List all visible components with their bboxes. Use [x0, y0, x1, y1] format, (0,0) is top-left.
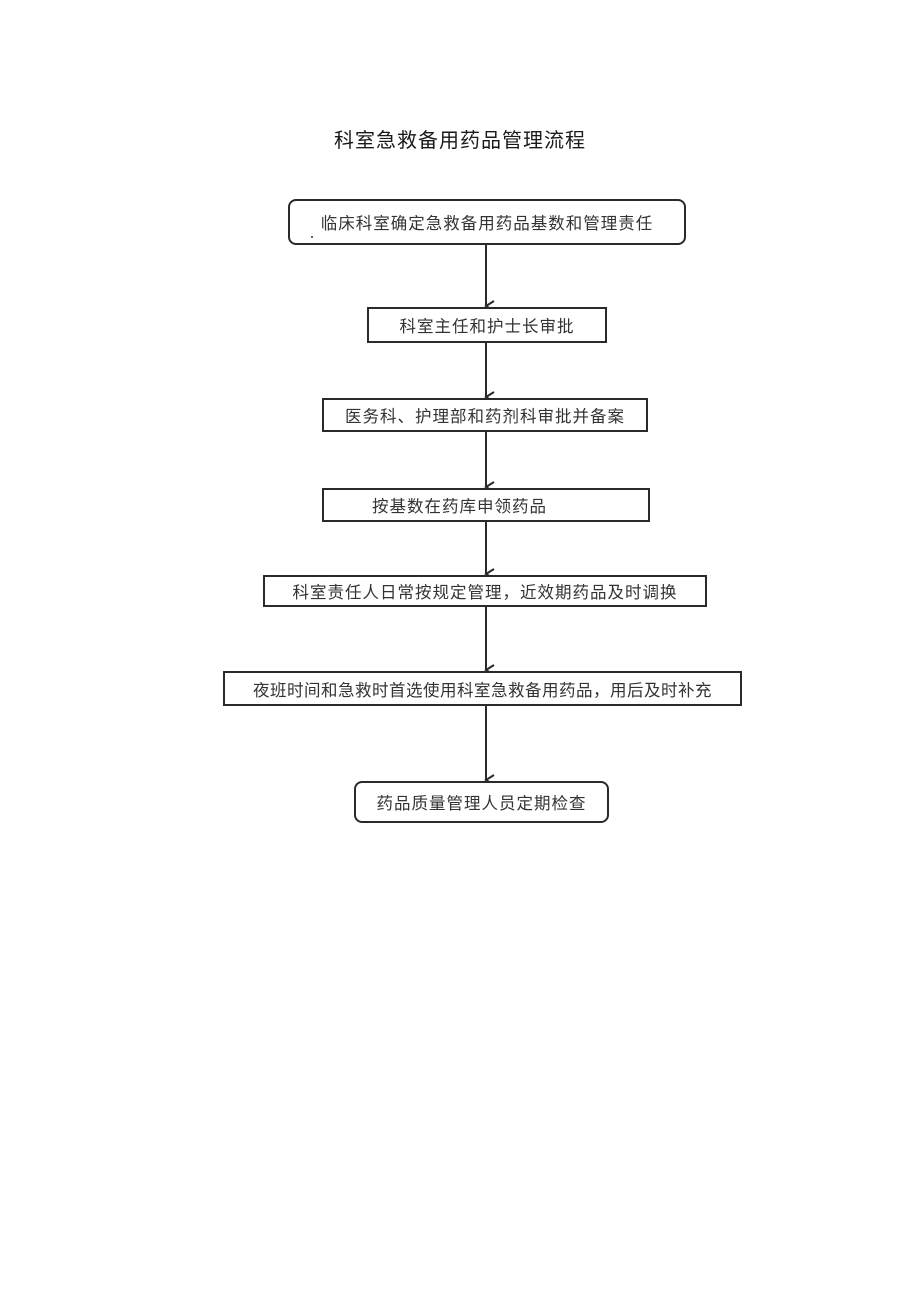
stray-dot [311, 236, 313, 238]
step-3-label: 医务科、护理部和药剂科审批并备案 [345, 407, 625, 426]
step-6-label: 夜班时间和急救时首选使用科室急救备用药品，用后及时补充 [253, 680, 712, 700]
step-2-director-approval: 科室主任和护士长审批 [367, 307, 607, 343]
step-5-daily-management: 科室责任人日常按规定管理，近效期药品及时调换 [263, 575, 707, 607]
step-5-label: 科室责任人日常按规定管理，近效期药品及时调换 [292, 583, 678, 602]
step-4-requisition: 按基数在药库申领药品 [322, 488, 650, 522]
step-3-department-approval: 医务科、护理部和药剂科审批并备案 [322, 398, 648, 432]
step-6-night-shift-use: 夜班时间和急救时首选使用科室急救备用药品，用后及时补充 [223, 671, 742, 706]
step-4-label: 按基数在药库申领药品 [372, 497, 547, 516]
step-7-label: 药品质量管理人员定期检查 [376, 794, 587, 813]
step-2-label: 科室主任和护士长审批 [399, 317, 575, 336]
step-1-determine-base-quantity: 临床科室确定急救备用药品基数和管理责任 [288, 199, 686, 245]
step-1-label: 临床科室确定急救备用药品基数和管理责任 [320, 214, 654, 233]
flowchart-title: 科室急救备用药品管理流程 [334, 128, 586, 152]
step-7-periodic-inspection: 药品质量管理人员定期检查 [354, 781, 609, 823]
